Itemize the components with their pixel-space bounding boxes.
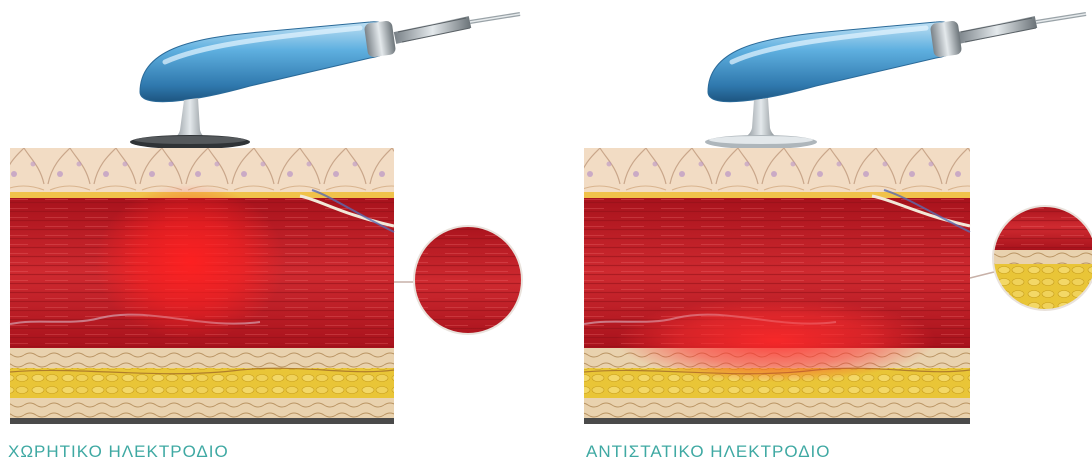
electrode-handle: [708, 20, 962, 101]
electrode-cable: [395, 14, 520, 42]
tissue-block: [584, 148, 970, 424]
electrode-plate-capacitive: [130, 98, 250, 149]
caption-capacitive: ΧΩΡΗΤΙΚΟ ΗΛΕΚΤΡΟΔΙΟ: [8, 442, 229, 462]
electrode-cable: [958, 14, 1086, 42]
capacitive-diagram: [0, 0, 546, 474]
panel-capacitive: ΧΩΡΗΤΙΚΟ ΗΛΕΚΤΡΟΔΙΟ: [0, 0, 546, 474]
panel-resistive: ΑΝΤΙΣΤΑΤΙΚΟ ΗΛΕΚΤΡΟΔΙΟ: [576, 0, 1092, 474]
resistive-diagram: [576, 0, 1092, 474]
magnifier-detail: [394, 222, 530, 342]
magnifier-detail: [970, 204, 1092, 314]
caption-resistive: ΑΝΤΙΣΤΑΤΙΚΟ ΗΛΕΚΤΡΟΔΙΟ: [586, 442, 831, 462]
heat-zone-deep: [616, 298, 936, 382]
heat-zone-muscle: [95, 184, 285, 340]
electrode-plate-resistive: [705, 98, 817, 149]
electrode-handle: [140, 20, 396, 101]
